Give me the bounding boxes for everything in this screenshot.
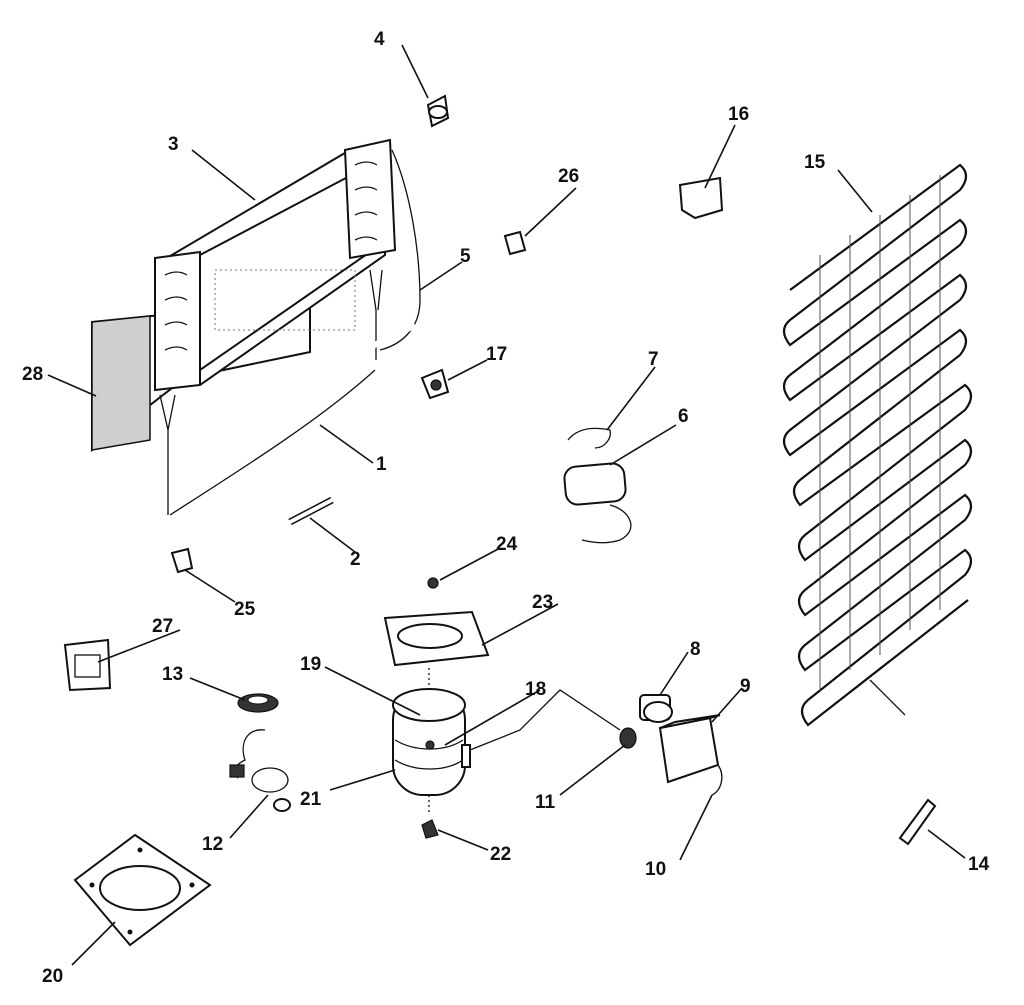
callout-19: 19 [300, 654, 321, 675]
callout-9: 9 [740, 676, 751, 697]
part-4-clip [426, 94, 450, 128]
part-13-grommet [237, 693, 279, 713]
callout-18: 18 [525, 679, 546, 700]
part-14 [898, 798, 937, 846]
callout-3: 3 [168, 134, 179, 155]
part-17-clip [420, 368, 450, 400]
part-22-foot [421, 819, 439, 839]
part-10-clip [711, 764, 723, 796]
callout-23: 23 [532, 592, 553, 613]
part-27-bracket [63, 638, 112, 692]
callout-22: 22 [490, 844, 511, 865]
part-24-grommet [427, 577, 439, 589]
callout-15: 15 [804, 152, 826, 173]
callout-10: 10 [645, 859, 666, 880]
callout-16: 16 [728, 104, 749, 125]
callout-8: 8 [690, 639, 701, 660]
part-20-base-plate [73, 833, 212, 947]
callout-21: 21 [300, 789, 322, 810]
part-15-condenser [782, 163, 973, 727]
part-12-harness [229, 729, 291, 812]
part-3-evaporator [154, 138, 397, 392]
callout-11: 11 [535, 792, 556, 813]
part-6-capacitor [563, 462, 632, 544]
part-7-wire [567, 427, 611, 449]
callout-13: 13 [162, 664, 183, 685]
callout-20: 20 [42, 966, 63, 987]
part-16-bracket [678, 176, 724, 220]
part-9-cover [658, 714, 721, 784]
callout-4: 4 [374, 29, 385, 50]
part-21-compressor [392, 688, 471, 796]
callout-28: 28 [22, 364, 43, 385]
part-25 [170, 547, 194, 574]
callout-1: 1 [376, 454, 387, 475]
part-2-tube [288, 496, 334, 526]
callout-2: 2 [350, 549, 361, 570]
callout-25: 25 [234, 599, 256, 620]
callout-24: 24 [496, 534, 518, 555]
callout-14: 14 [968, 854, 990, 875]
part-5-tube [379, 149, 421, 351]
part-1-heat-exchanger [159, 322, 417, 516]
part-8-relay [639, 694, 673, 723]
part-11-grommet [619, 727, 637, 749]
leader-lines [47, 44, 966, 966]
callout-17: 17 [486, 344, 507, 365]
callout-27: 27 [152, 616, 173, 637]
callout-6: 6 [678, 406, 689, 427]
callout-7: 7 [648, 349, 659, 370]
callout-labels: 4 3 5 26 16 15 17 7 6 28 1 2 24 25 23 27… [22, 29, 990, 987]
part-26 [503, 230, 527, 256]
part-23-mount [383, 610, 490, 667]
callout-5: 5 [460, 246, 471, 267]
callout-12: 12 [202, 834, 223, 855]
callout-26: 26 [558, 166, 579, 187]
